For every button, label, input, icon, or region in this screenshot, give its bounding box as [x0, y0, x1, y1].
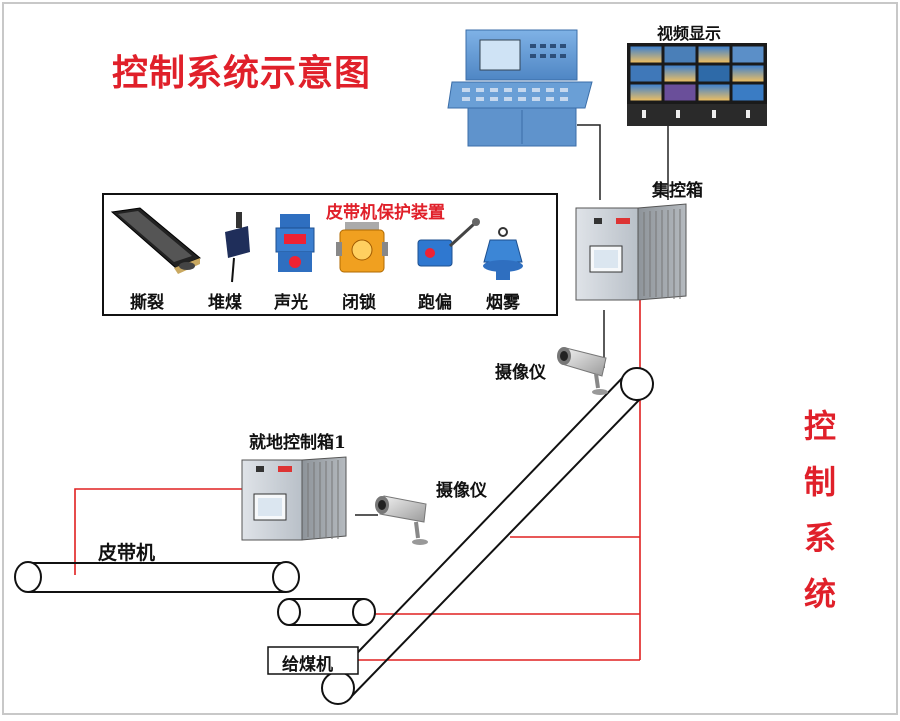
smoke-sensor-icon	[483, 227, 523, 280]
sound-light-alarm-icon	[275, 214, 315, 272]
camera-mid-icon	[375, 495, 428, 545]
protection-item-sound-light: 声光	[274, 293, 308, 313]
video-wall	[627, 43, 767, 126]
side-title-char: 制	[803, 463, 836, 501]
local-control-box	[241, 456, 347, 541]
camera-top-icon	[557, 347, 608, 395]
video-display-label: 视频显示	[657, 24, 722, 43]
lockout-switch-icon	[336, 222, 388, 273]
inclined-conveyor	[321, 367, 654, 705]
protection-device-title: 皮带机保护装置	[326, 203, 445, 223]
side-title-char: 控	[803, 407, 836, 445]
control-wiring	[74, 300, 641, 661]
protection-item-coal-pile: 堆煤	[208, 293, 242, 313]
camera-mid-label: 摄像仪	[436, 481, 487, 501]
local-box-label: 就地控制箱1	[249, 433, 346, 453]
feeder-box	[267, 646, 359, 675]
central-control-box	[575, 203, 687, 301]
protection-item-tear: 撕裂	[130, 293, 164, 313]
side-title: 控 制 系 统	[800, 398, 840, 622]
deviation-switch-icon	[417, 218, 480, 267]
diagram-title: 控制系统示意图	[112, 52, 372, 94]
camera-top-label: 摄像仪	[495, 363, 546, 383]
protection-item-smoke: 烟雾	[486, 293, 520, 313]
data-wiring	[355, 124, 669, 516]
coal-pile-sensor-icon	[225, 212, 250, 283]
protection-item-lockout: 闭锁	[342, 293, 376, 313]
feeder-label: 给煤机	[282, 655, 333, 675]
central-box-label: 集控箱	[652, 181, 703, 201]
feeder-belt	[277, 598, 376, 626]
side-title-char: 系	[803, 519, 836, 557]
side-title-char: 统	[803, 575, 836, 613]
tear-sensor-icon	[110, 207, 201, 274]
protection-item-deviation: 跑偏	[418, 293, 452, 313]
belt-machine-label: 皮带机	[98, 542, 156, 564]
operator-console	[447, 29, 593, 147]
belt-machine	[14, 561, 300, 593]
